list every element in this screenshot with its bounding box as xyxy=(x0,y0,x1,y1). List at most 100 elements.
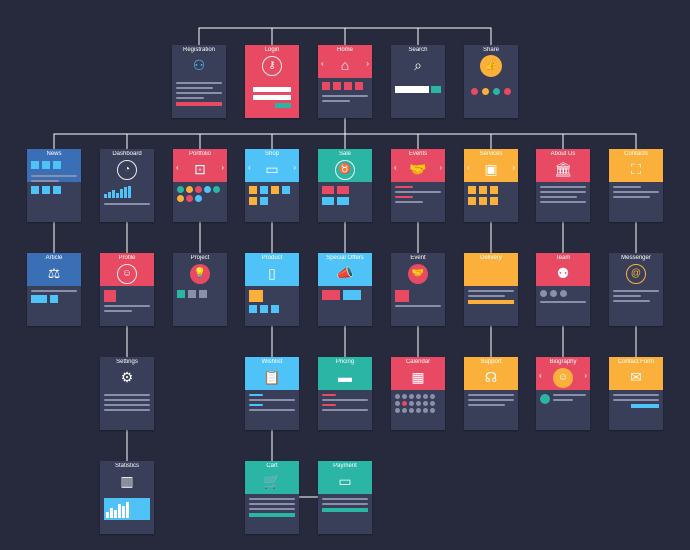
calendar-title: Calendar xyxy=(405,359,431,365)
chevron-left-icon[interactable]: ‹ xyxy=(539,371,542,380)
contact-form-title: Contact Form xyxy=(617,359,655,365)
monitor-icon: ▭ xyxy=(265,161,279,177)
calendar-card[interactable]: Calendar ▦ xyxy=(391,357,445,430)
contact-form-card[interactable]: Contact Form ✉ xyxy=(609,357,663,430)
handshake-icon: 🤝 xyxy=(408,264,428,284)
payment-card[interactable]: Payment ▭ xyxy=(318,461,372,534)
product-card[interactable]: Product ▯ xyxy=(245,253,299,326)
messenger-title: Messenger xyxy=(621,255,651,261)
chevron-left-icon[interactable]: ‹ xyxy=(394,163,397,172)
chevron-left-icon[interactable]: ‹ xyxy=(321,59,324,68)
biography-title: Biography xyxy=(549,359,577,365)
scales-icon: ⚖ xyxy=(47,265,61,281)
speedometer-icon: ◔ xyxy=(117,160,137,180)
user-icon: ⚇ xyxy=(192,57,206,73)
chevron-right-icon[interactable]: › xyxy=(439,163,442,172)
home-icon: ⌂ xyxy=(340,57,350,73)
login-title: Login xyxy=(264,47,280,53)
gear-icon: ⚙ xyxy=(120,369,134,385)
home-card[interactable]: Home ‹ ⌂ › xyxy=(318,45,372,118)
chevron-right-icon[interactable]: › xyxy=(221,163,224,172)
pricing-card[interactable]: Pricing ▬ xyxy=(318,357,372,430)
news-card[interactable]: News xyxy=(27,149,81,222)
article-card[interactable]: Article ⚖ xyxy=(27,253,81,326)
contacts-card[interactable]: Contacts ⛶ xyxy=(609,149,663,222)
chevron-left-icon[interactable]: ‹ xyxy=(248,163,251,172)
key-icon: ⚷ xyxy=(262,56,282,76)
registration-title: Registration xyxy=(182,47,215,53)
search-input[interactable] xyxy=(395,86,429,93)
lightbulb-icon: 💡 xyxy=(190,264,210,284)
cart-card[interactable]: Cart 🛒 xyxy=(245,461,299,534)
search-icon: ⌕ xyxy=(414,57,422,73)
team-title: Team xyxy=(555,255,571,261)
wishlist-card[interactable]: Wishlist 📋 xyxy=(245,357,299,430)
box-icon: ▣ xyxy=(484,161,498,177)
megaphone-icon: 📣 xyxy=(336,265,354,281)
article-title: Article xyxy=(45,255,63,261)
at-sign-icon: @ xyxy=(626,264,646,284)
support-title: Support xyxy=(480,359,502,365)
product-title: Product xyxy=(261,255,283,261)
delivery-title: Delivery xyxy=(480,255,502,261)
contacts-title: Contacts xyxy=(624,151,648,157)
profile-title: Profile xyxy=(118,255,136,261)
team-card[interactable]: Team ⚉ xyxy=(536,253,590,326)
envelope-icon: ✉ xyxy=(630,369,642,385)
chevron-right-icon[interactable]: › xyxy=(293,163,296,172)
events-card[interactable]: Events ‹ 🤝 › xyxy=(391,149,445,222)
event-card[interactable]: Event 🤝 xyxy=(391,253,445,326)
settings-title: Settings xyxy=(116,359,138,365)
messenger-card[interactable]: Messenger @ xyxy=(609,253,663,326)
project-card[interactable]: Project 💡 xyxy=(173,253,227,326)
about-us-card[interactable]: About Us 🏛 xyxy=(536,149,590,222)
presentation-icon: ⊡ xyxy=(194,161,206,177)
portfolio-card[interactable]: Portfolio ‹ ⊡ › xyxy=(173,149,227,222)
chevron-left-icon[interactable]: ‹ xyxy=(467,163,470,172)
chevron-right-icon[interactable]: › xyxy=(366,59,369,68)
bar-chart-icon: ▥ xyxy=(120,473,134,489)
special-offers-card[interactable]: Special Offers 📣 xyxy=(318,253,372,326)
building-icon: 🏛 xyxy=(554,161,572,177)
special-offers-title: Special Offers xyxy=(326,255,364,261)
profile-card[interactable]: Profile ☺ xyxy=(100,253,154,326)
project-title: Project xyxy=(190,255,210,261)
search-button[interactable] xyxy=(431,86,441,93)
services-card[interactable]: Services ‹ ▣ › xyxy=(464,149,518,222)
map-icon: ⛶ xyxy=(631,161,641,177)
chevron-left-icon[interactable]: ‹ xyxy=(176,163,179,172)
dashboard-card[interactable]: Dashboard ◔ xyxy=(100,149,154,222)
banner-icon: ▬ xyxy=(338,369,352,385)
team-icon: ⚉ xyxy=(556,265,570,281)
sale-title: Sale xyxy=(338,151,351,157)
search-card[interactable]: Search ⌕ xyxy=(391,45,445,118)
share-card[interactable]: Share 👍 xyxy=(464,45,518,118)
sale-card[interactable]: Sale ♉ xyxy=(318,149,372,222)
phone-icon: ▯ xyxy=(268,265,276,281)
registration-card[interactable]: Registration ⚇ xyxy=(172,45,226,118)
events-title: Events xyxy=(408,151,428,157)
cart-title: Cart xyxy=(266,463,278,469)
dashboard-title: Dashboard xyxy=(112,151,142,157)
chevron-right-icon[interactable]: › xyxy=(584,371,587,380)
statistics-title: Statistics xyxy=(114,463,139,469)
shop-card[interactable]: Shop ‹ ▭ › xyxy=(245,149,299,222)
cart-icon: 🛒 xyxy=(263,473,281,489)
piggy-bank-icon: ♉ xyxy=(335,160,355,180)
search-title: Search xyxy=(408,47,428,53)
delivery-card[interactable]: Delivery xyxy=(464,253,518,326)
shop-title: Shop xyxy=(264,151,279,157)
portrait-icon: ☺ xyxy=(553,368,573,388)
portfolio-title: Portfolio xyxy=(188,151,211,157)
home-title: Home xyxy=(336,47,353,53)
wishlist-title: Wishlist xyxy=(261,359,283,365)
chevron-right-icon[interactable]: › xyxy=(512,163,515,172)
biography-card[interactable]: Biography ‹ ☺ › xyxy=(536,357,590,430)
person-icon: ☺ xyxy=(117,264,137,284)
cash-icon: ▭ xyxy=(338,473,352,489)
thumbs-up-icon: 👍 xyxy=(480,55,502,77)
support-card[interactable]: Support ☊ xyxy=(464,357,518,430)
login-card[interactable]: Login ⚷ xyxy=(245,45,299,118)
settings-card[interactable]: Settings ⚙ xyxy=(100,357,154,430)
statistics-card[interactable]: Statistics ▥ xyxy=(100,461,154,534)
